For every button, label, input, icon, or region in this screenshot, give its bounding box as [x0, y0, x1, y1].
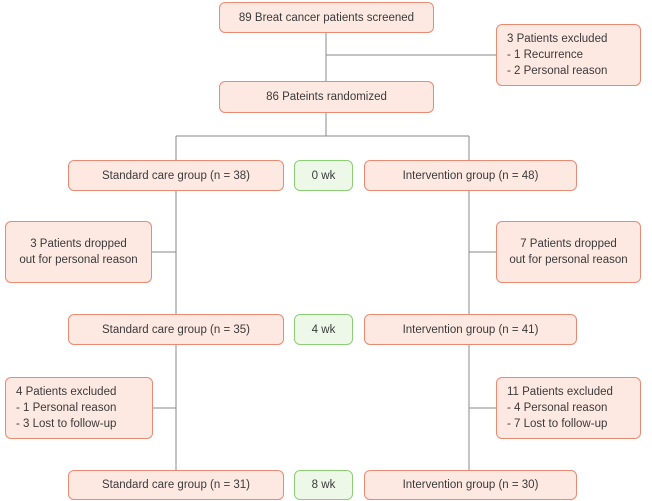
randomized-box: 86 Pateints randomized	[219, 81, 434, 113]
standard-excluded-title: 4 Patients excluded	[16, 386, 117, 398]
intervention-excluded-reason-1: - 4 Personal reason	[507, 402, 608, 414]
screened-label: 89 Breat cancer patients screened	[238, 11, 415, 24]
intervention-dropped-reason: out for personal reason	[509, 254, 628, 266]
standard-group-4wk-label: Standard care group (n = 35)	[102, 323, 250, 336]
standard-excluded-reason-1: - 1 Personal reason	[16, 402, 117, 414]
intervention-group-8wk: Intervention group (n = 30)	[364, 470, 577, 500]
standard-group-8wk-label: Standard care group (n = 31)	[102, 479, 250, 491]
intervention-dropped-title: 7 Patients dropped	[520, 238, 617, 250]
standard-group-4wk: Standard care group (n = 35)	[68, 314, 284, 345]
initial-exclusion-reason-1: - 1 Recurrence	[507, 49, 584, 61]
initial-exclusion-reason-2: - 2 Personal reason	[507, 65, 608, 77]
randomized-label: 86 Pateints randomized	[266, 91, 387, 103]
intervention-dropped-box: 7 Patients dropped out for personal reas…	[496, 221, 641, 283]
standard-excluded-reason-2: - 3 Lost to follow-up	[16, 418, 117, 430]
intervention-excluded-reason-2: - 7 Lost to follow-up	[507, 418, 608, 430]
intervention-excluded-title: 11 Patients excluded	[507, 386, 613, 398]
standard-dropped-box: 3 Patients dropped out for personal reas…	[5, 221, 152, 283]
screened-box: 89 Breat cancer patients screened	[219, 2, 434, 33]
timepoint-8wk: 8 wk	[294, 470, 353, 500]
intervention-group-4wk-label: Intervention group (n = 41)	[402, 323, 539, 336]
intervention-excluded-box: 11 Patients excluded - 4 Personal reason…	[496, 377, 641, 439]
intervention-group-8wk-label: Intervention group (n = 30)	[402, 479, 539, 491]
intervention-group-0wk-label: Intervention group (n = 48)	[402, 169, 539, 182]
timepoint-4wk: 4 wk	[294, 314, 353, 345]
timepoint-0wk: 0 wk	[294, 160, 353, 191]
timepoint-8wk-label: 8 wk	[311, 479, 336, 491]
standard-dropped-reason: out for personal reason	[19, 254, 138, 266]
standard-group-0wk: Standard care group (n = 38)	[68, 160, 284, 191]
initial-exclusion-title: 3 Patients excluded	[507, 33, 608, 45]
standard-group-0wk-label: Standard care group (n = 38)	[102, 169, 250, 182]
standard-group-8wk: Standard care group (n = 31)	[68, 470, 284, 500]
intervention-group-0wk: Intervention group (n = 48)	[364, 160, 577, 191]
initial-exclusion-box: 3 Patients excluded - 1 Recurrence - 2 P…	[496, 24, 641, 86]
timepoint-0wk-label: 0 wk	[311, 169, 336, 182]
standard-dropped-title: 3 Patients dropped	[30, 238, 127, 250]
standard-excluded-box: 4 Patients excluded - 1 Personal reason …	[5, 377, 153, 439]
intervention-group-4wk: Intervention group (n = 41)	[364, 314, 577, 345]
timepoint-4wk-label: 4 wk	[311, 323, 336, 336]
